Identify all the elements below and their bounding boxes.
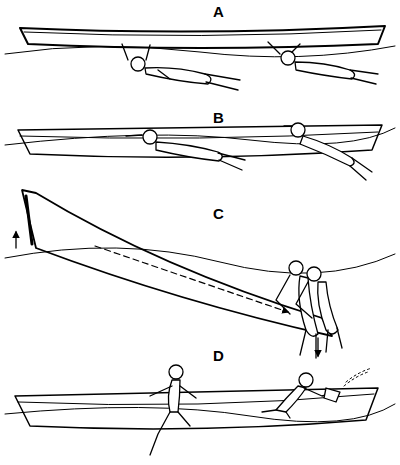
upright-hull xyxy=(15,388,378,429)
panel-letter: B xyxy=(213,110,224,125)
hull-end xyxy=(26,196,32,244)
water-line xyxy=(5,128,395,145)
water-flow-arrow xyxy=(95,246,288,312)
lift-arrow xyxy=(15,232,16,248)
paddler xyxy=(150,365,196,455)
bailer xyxy=(262,368,372,418)
water-line xyxy=(5,46,395,57)
water-line xyxy=(5,404,395,422)
tilted-hull xyxy=(22,190,332,336)
swimmer xyxy=(268,42,378,84)
panel-letter: C xyxy=(213,206,224,221)
panel-d xyxy=(5,365,395,455)
swimmer xyxy=(284,123,372,180)
panel-letter: D xyxy=(213,348,224,363)
gunwale xyxy=(20,132,378,138)
push-arrow xyxy=(317,338,318,356)
overturned-hull xyxy=(20,26,385,48)
water-line xyxy=(5,248,395,273)
panel-letter: A xyxy=(213,4,224,19)
swimmer xyxy=(296,267,342,352)
swimmer xyxy=(126,130,245,170)
swimmer xyxy=(122,44,240,90)
panel-c xyxy=(5,190,395,358)
panel-a xyxy=(5,26,395,90)
gunwale xyxy=(24,30,381,36)
panel-b xyxy=(5,123,395,180)
